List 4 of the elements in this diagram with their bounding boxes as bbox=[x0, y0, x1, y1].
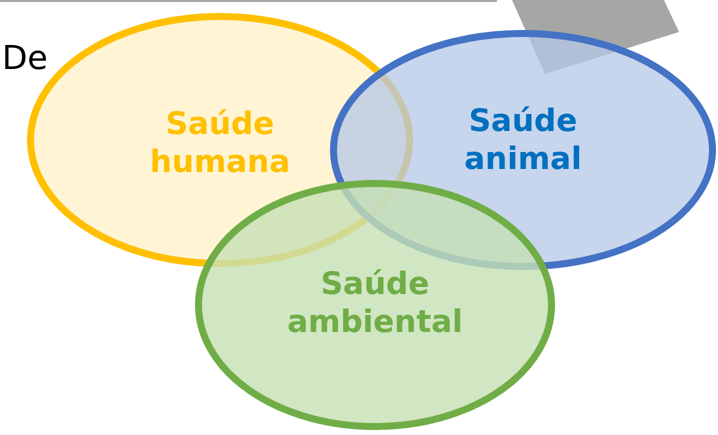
set-label: Saúde humana bbox=[148, 105, 292, 181]
set-label: Saúde ambiental bbox=[286, 265, 464, 341]
heading-fragment: De bbox=[2, 38, 48, 77]
set-label: Saúde animal bbox=[463, 102, 583, 178]
